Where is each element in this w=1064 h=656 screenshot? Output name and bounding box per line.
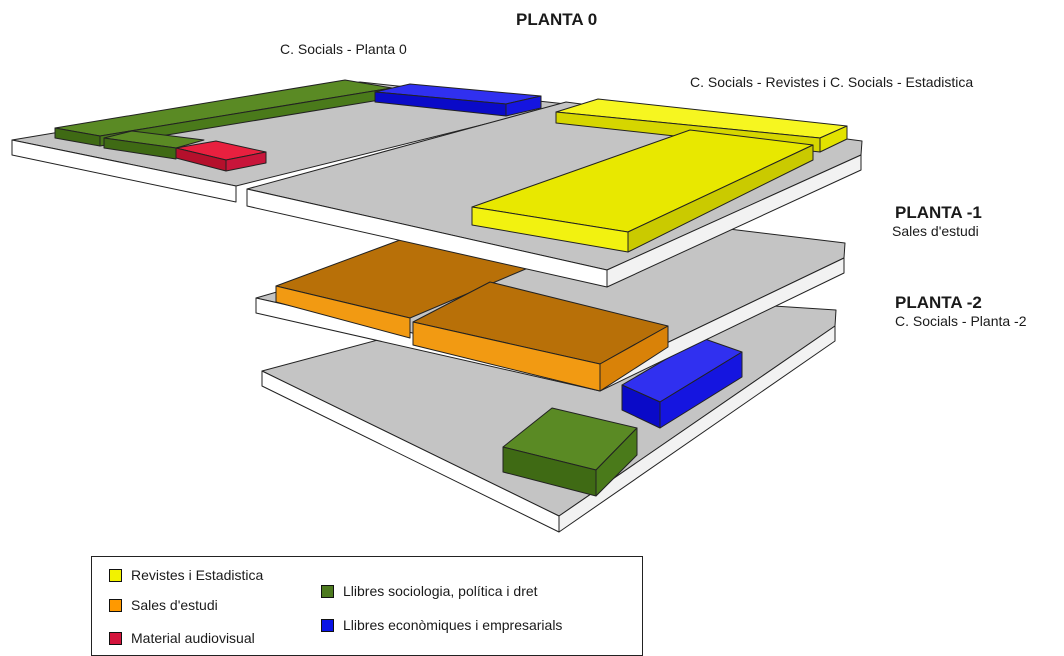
legend-swatch-yellow [109,568,122,582]
legend-item-sociologia: Llibres sociologia, política i dret [321,583,538,599]
legend-item-economiques: Llibres econòmiques i empresarials [321,617,562,633]
legend-swatch-orange [109,598,122,612]
planta-0-title: PLANTA 0 [516,10,598,29]
block-llibres-economiques-minus-2 [621,337,743,429]
legend-swatch-red [109,631,122,645]
legend-item-sales: Sales d'estudi [109,597,218,613]
block-material-audiovisual [175,140,267,172]
legend-label: Llibres sociologia, política i dret [343,583,538,599]
planta-0-right-label: C. Socials - Revistes i C. Socials - Est… [690,74,974,90]
block-revistes-big [471,129,814,253]
block-llibres-sociologia-minus-2 [502,407,638,497]
block-llibres-economiques-0 [374,83,542,117]
block-sales-estudi-2 [412,281,669,392]
planta-minus-1-subtitle: Sales d'estudi [892,223,979,239]
legend-item-revistes: Revistes i Estadistica [109,567,263,583]
legend-label: Sales d'estudi [131,597,218,613]
planta-minus-2-title: PLANTA -2 [895,293,982,312]
block-llibres-sociologia-short [103,130,205,160]
legend-item-audiovisual: Material audiovisual [109,630,255,646]
legend-swatch-green [321,584,334,598]
legend: Revistes i Estadistica Sales d'estudi Ma… [91,556,643,656]
planta-minus-1-title: PLANTA -1 [895,203,982,222]
legend-label: Revistes i Estadistica [131,567,264,583]
legend-swatch-blue [321,618,334,632]
planta-0-subtitle: C. Socials - Planta 0 [280,41,407,57]
legend-label: Llibres econòmiques i empresarials [343,617,563,633]
block-sales-estudi-1 [275,239,529,339]
legend-label: Material audiovisual [131,630,255,646]
planta-minus-2-subtitle: C. Socials - Planta -2 [895,313,1027,329]
